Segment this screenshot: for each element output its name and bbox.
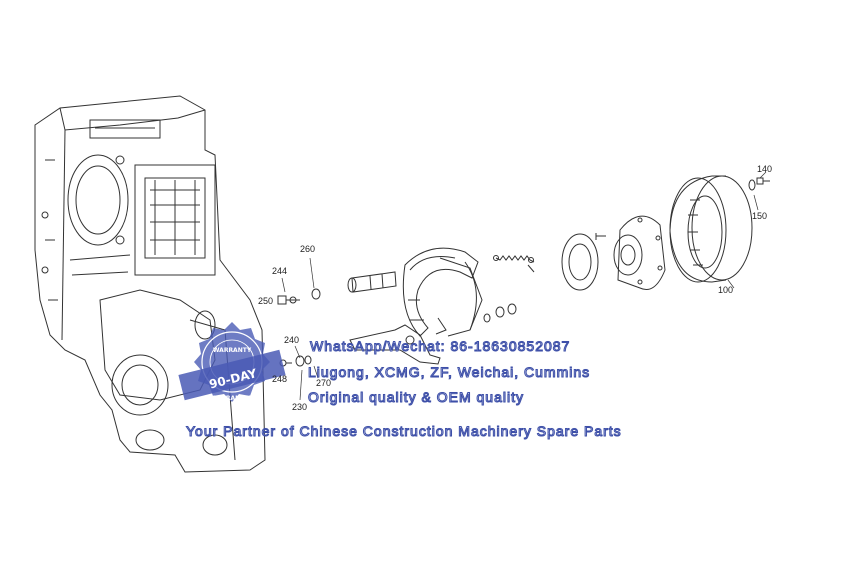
watermark-tagline: Your Partner of Chinese Construction Mac… <box>186 423 622 440</box>
brake-lever <box>349 317 447 365</box>
brake-shoe-assembly <box>402 247 483 337</box>
label-140: 140 <box>757 164 773 174</box>
label-150: 150 <box>752 211 768 221</box>
shaft-pin <box>347 271 397 293</box>
washer-small-3 <box>507 303 517 315</box>
washer-small-1 <box>483 313 491 323</box>
label-270: 270 <box>316 378 332 388</box>
brake-drum <box>669 175 753 283</box>
watermark-quality: Original quality & OEM quality <box>308 389 524 406</box>
warranty-badge: 90-DAY WARRANTY GUARANTEE <box>178 322 286 402</box>
label-250: 250 <box>258 296 274 306</box>
badge-top-text: WARRANTY <box>213 347 252 354</box>
brake-disc <box>561 233 599 291</box>
watermark-contact: WhatsApp/Wechat: 86-18630852087 <box>309 338 571 355</box>
label-260: 260 <box>300 244 316 254</box>
transmission-housing <box>34 95 266 473</box>
flange-hub <box>613 215 666 290</box>
label-230: 230 <box>292 402 308 412</box>
bolt-140 <box>756 177 770 185</box>
badge-bottom-text: GUARANTEE <box>212 395 253 402</box>
label-244: 244 <box>272 266 288 276</box>
bolt-250 <box>277 295 300 305</box>
washer-small-2 <box>495 306 505 318</box>
o-ring-260 <box>311 288 321 300</box>
return-spring <box>495 255 535 263</box>
label-248: 248 <box>272 374 288 384</box>
watermark-brands: Liugong, XCMG, ZF, Weichai, Cummins <box>307 364 591 381</box>
washer-150 <box>748 179 756 191</box>
label-100: 100 <box>718 285 734 295</box>
label-240: 240 <box>284 335 300 345</box>
small-parts-230-248 <box>279 355 312 367</box>
